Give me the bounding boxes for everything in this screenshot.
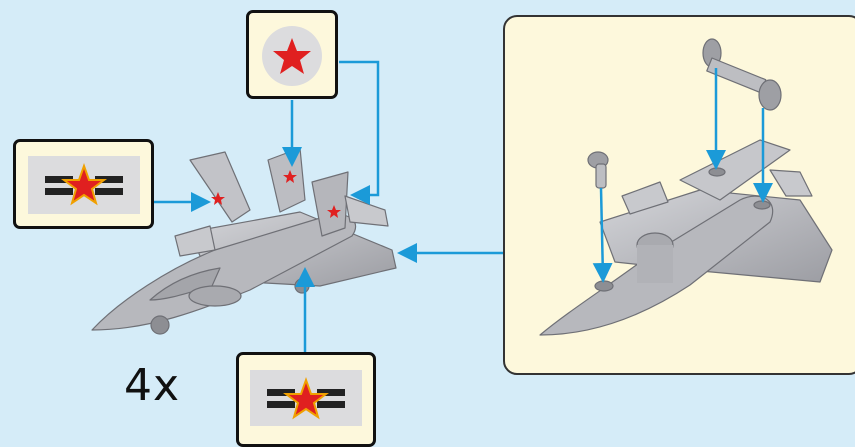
exploded-jet-parts (540, 39, 832, 335)
star-and-bars-insignia-icon (28, 156, 140, 214)
axle-pin-part (703, 39, 781, 110)
red-star-roundel-decal-icon (262, 26, 322, 86)
small-peg-part (588, 152, 608, 188)
star-and-bars-insignia-icon (250, 370, 362, 426)
